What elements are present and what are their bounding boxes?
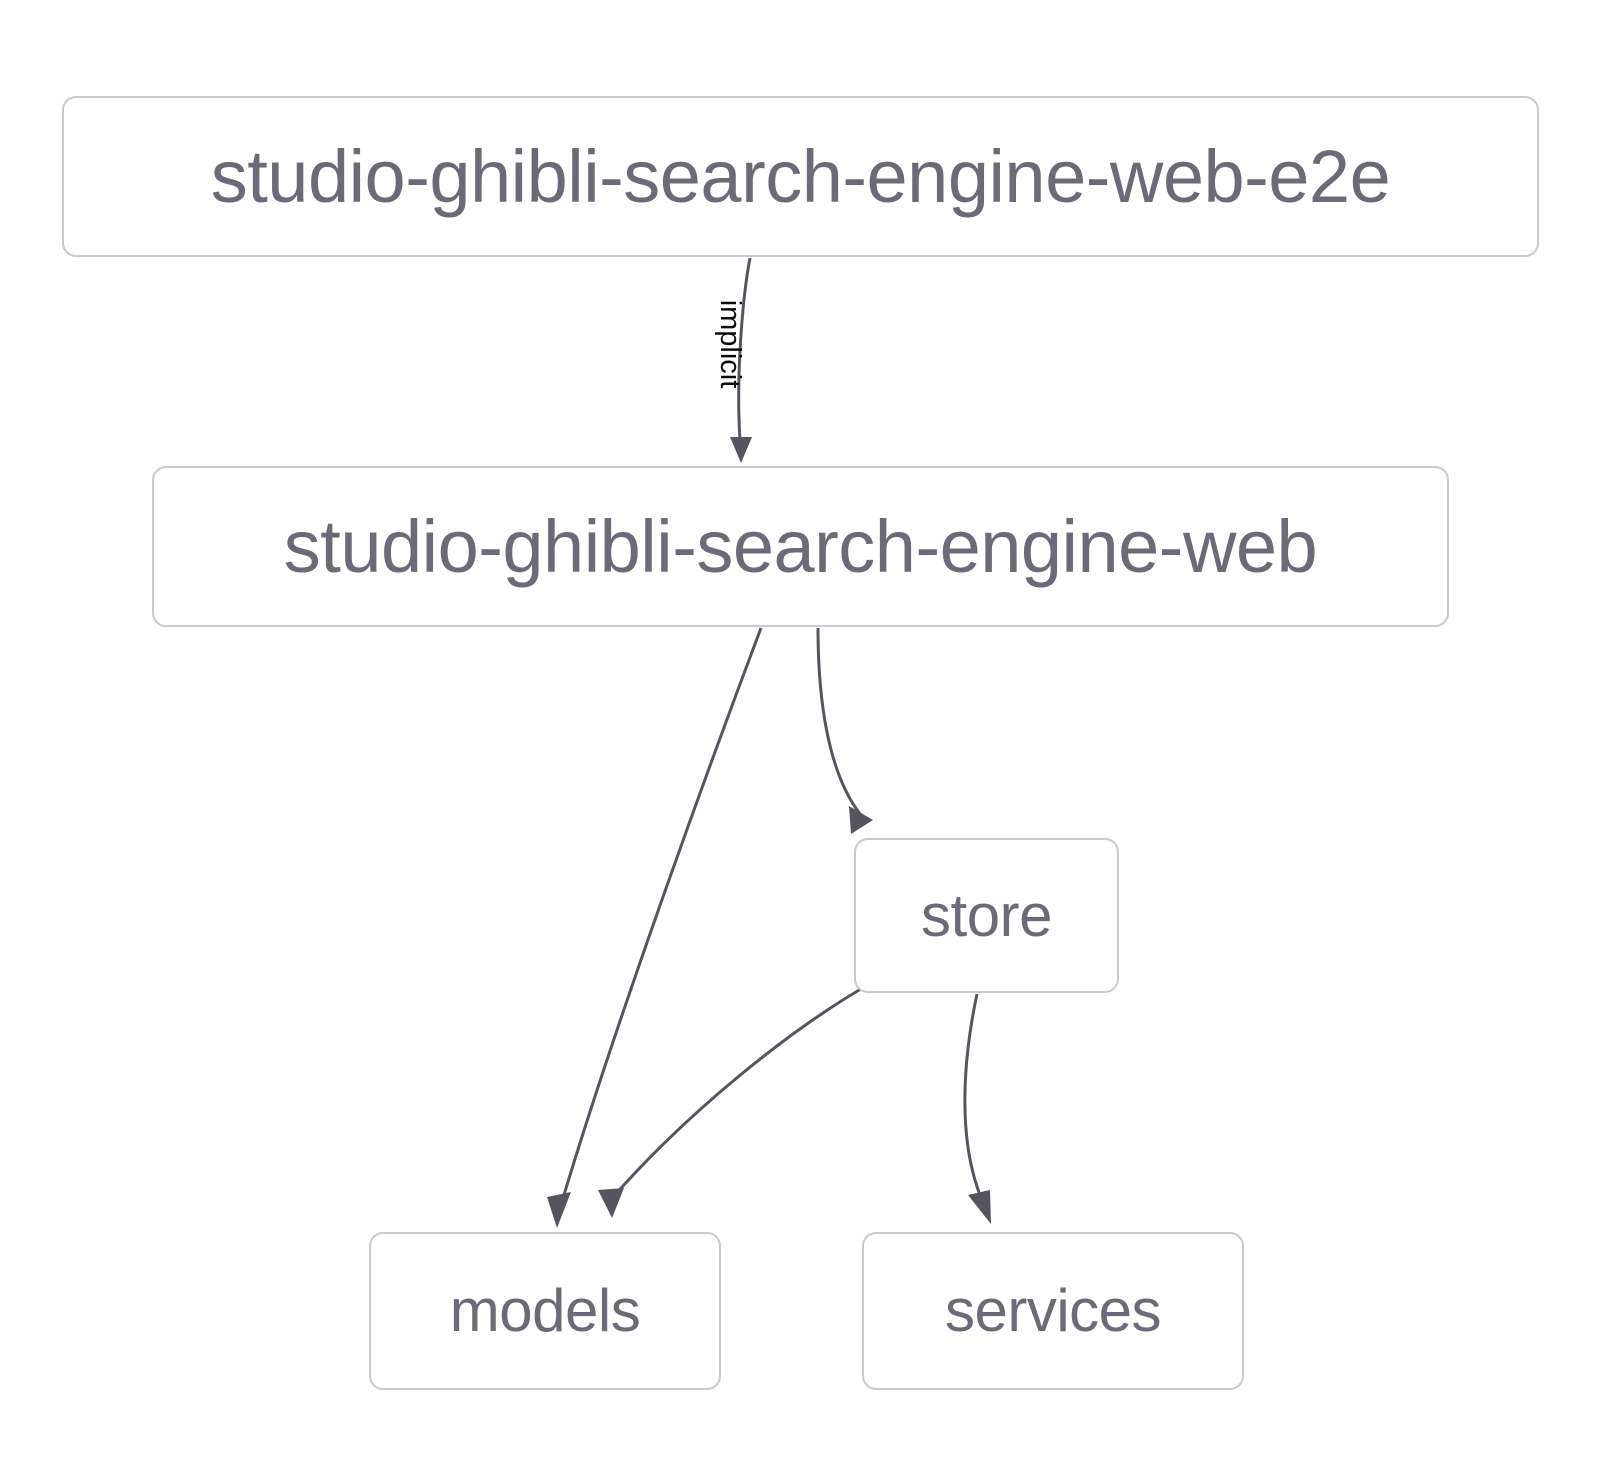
graph-node-studio-ghibli-search-engine-web-e2e[interactable]: studio-ghibli-search-engine-web-e2e xyxy=(62,96,1539,257)
node-label-services: services xyxy=(944,1277,1162,1344)
edge-web-to-store-path xyxy=(816,627,862,815)
node-label-root: studio-ghibli-search-engine-web-e2e xyxy=(210,134,1391,218)
graph-node-services[interactable]: services xyxy=(862,1232,1244,1390)
edge-store-to-services[interactable] xyxy=(963,993,991,1224)
edge-root-to-web-path xyxy=(737,257,752,441)
edge-store-to-models-arrowhead xyxy=(598,1188,624,1218)
graph-node-studio-ghibli-search-engine-web[interactable]: studio-ghibli-search-engine-web xyxy=(152,466,1449,627)
node-label-models: models xyxy=(449,1277,641,1344)
edge-store-to-models-path xyxy=(612,984,867,1197)
node-label-web: studio-ghibli-search-engine-web xyxy=(283,504,1318,588)
node-label-store: store xyxy=(921,881,1052,949)
edge-label-implicit: implicit xyxy=(714,300,746,389)
edge-root-to-web-arrowhead xyxy=(730,437,752,463)
edge-root-to-web[interactable]: implicit xyxy=(714,257,752,463)
graph-node-store[interactable]: store xyxy=(854,838,1119,993)
edge-store-to-services-path xyxy=(963,993,984,1201)
graph-node-models[interactable]: models xyxy=(369,1232,721,1390)
edge-web-to-store-arrowhead xyxy=(849,806,873,834)
edge-web-to-models-path xyxy=(559,627,763,1206)
edge-web-to-models-arrowhead xyxy=(547,1192,571,1228)
edge-web-to-store[interactable] xyxy=(816,627,873,834)
edge-web-to-models[interactable] xyxy=(547,627,763,1228)
edge-store-to-services-arrowhead xyxy=(968,1190,991,1224)
edge-store-to-models[interactable] xyxy=(598,984,867,1218)
